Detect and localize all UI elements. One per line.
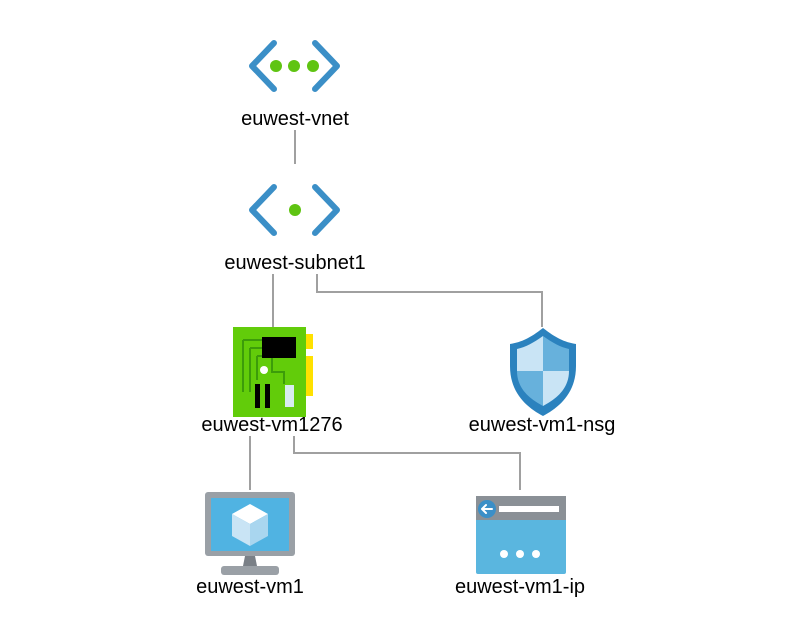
- network-security-group-icon[interactable]: [510, 328, 576, 416]
- public-ip-icon[interactable]: [476, 496, 566, 574]
- virtual-network-icon[interactable]: [249, 40, 340, 92]
- edge-nic-ip: [293, 436, 521, 490]
- network-interface-icon[interactable]: [233, 327, 313, 417]
- node-label-nsg: euwest-vm1-nsg: [468, 414, 616, 436]
- node-label-ip: euwest-vm1-ip: [454, 576, 586, 598]
- virtual-machine-icon[interactable]: [205, 492, 295, 575]
- node-label-vnet: euwest-vnet: [241, 108, 349, 130]
- subnet-icon[interactable]: [249, 184, 340, 236]
- edge-subnet-nsg: [316, 274, 543, 327]
- node-label-subnet: euwest-subnet1: [224, 252, 366, 274]
- connectors: [249, 130, 543, 490]
- node-label-vm: euwest-vm1: [196, 576, 304, 598]
- node-label-nic: euwest-vm1276: [201, 414, 343, 436]
